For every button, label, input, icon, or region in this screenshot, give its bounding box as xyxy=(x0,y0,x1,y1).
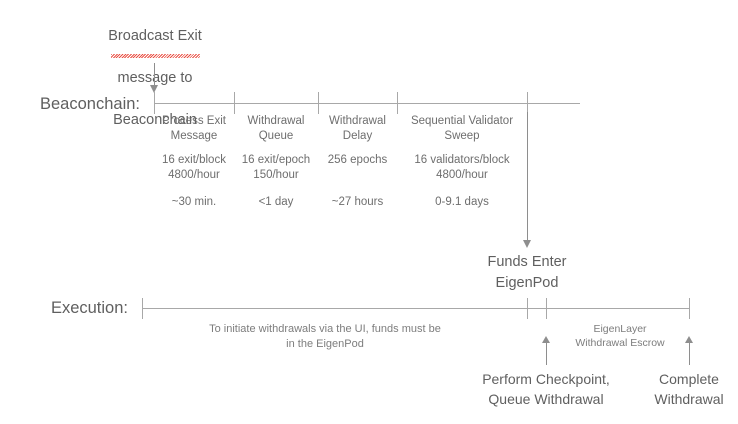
segment-duration-sequential-validator-sweep: 0-9.1 days xyxy=(435,196,489,208)
beaconchain-tick-3 xyxy=(397,92,398,114)
broadcast-arrow-shaft xyxy=(154,63,155,87)
funds-enter-arrow-head-icon xyxy=(523,240,531,248)
segment-title-process-exit-message: Process Exit Message xyxy=(162,115,226,143)
broadcast-line-2: message to xyxy=(117,70,193,87)
execution-tick-complete xyxy=(689,298,690,319)
execution-timeline-axis xyxy=(142,308,690,309)
segment-title-withdrawal-delay: Withdrawal Delay xyxy=(329,115,386,143)
checkpoint-arrow-head-icon xyxy=(542,336,550,343)
segment-rate-withdrawal-queue: 16 exit/epoch 150/hour xyxy=(241,154,311,182)
segment-duration-withdrawal-queue: <1 day xyxy=(258,196,294,208)
segment-title-withdrawal-queue: Withdrawal Queue xyxy=(247,115,305,143)
complete-arrow-shaft xyxy=(689,341,690,365)
eigenlayer-withdrawal-escrow-label: EigenLayer Withdrawal Escrow xyxy=(575,323,665,349)
funds-enter-eigenpod-label: Funds Enter EigenPod xyxy=(487,254,567,292)
beaconchain-timeline-axis xyxy=(154,103,580,104)
complete-arrow-head-icon xyxy=(685,336,693,343)
segment-rate-sequential-validator-sweep: 16 validators/block 4800/hour xyxy=(414,154,510,182)
segment-rate-process-exit-message: 16 exit/block 4800/hour xyxy=(162,154,226,182)
row-label-beaconchain: Beaconchain: xyxy=(40,95,140,113)
broadcast-exit-annotation: Broadcast Exit message to Beaconchain xyxy=(94,5,216,152)
funds-enter-arrow-shaft xyxy=(527,112,528,243)
spellcheck-underline-icon xyxy=(111,54,200,58)
broadcast-line-3: Beaconchain xyxy=(113,112,197,129)
beaconchain-tick-1 xyxy=(234,92,235,114)
beaconchain-tick-4 xyxy=(527,92,528,114)
checkpoint-arrow-shaft xyxy=(546,341,547,365)
broadcast-line-1: Broadcast Exit xyxy=(108,28,202,45)
execution-note-label: To initiate withdrawals via the UI, fund… xyxy=(209,323,441,350)
execution-tick-start xyxy=(142,298,143,319)
segment-duration-process-exit-message: ~30 min. xyxy=(171,196,217,208)
beaconchain-tick-0 xyxy=(154,92,155,114)
event-label-complete-withdrawal: Complete Withdrawal xyxy=(654,371,724,407)
row-label-execution: Execution: xyxy=(50,299,128,317)
segment-rate-withdrawal-delay: 256 epochs xyxy=(327,154,388,166)
segment-duration-withdrawal-delay: ~27 hours xyxy=(331,196,384,208)
beaconchain-tick-2 xyxy=(318,92,319,114)
segment-title-sequential-validator-sweep: Sequential Validator Sweep xyxy=(410,115,514,143)
broadcast-arrow-head-icon xyxy=(150,85,158,93)
event-label-perform-checkpoint: Perform Checkpoint, Queue Withdrawal xyxy=(482,371,610,407)
execution-tick-checkpoint xyxy=(546,298,547,319)
execution-tick-funds-arrive xyxy=(527,298,528,319)
